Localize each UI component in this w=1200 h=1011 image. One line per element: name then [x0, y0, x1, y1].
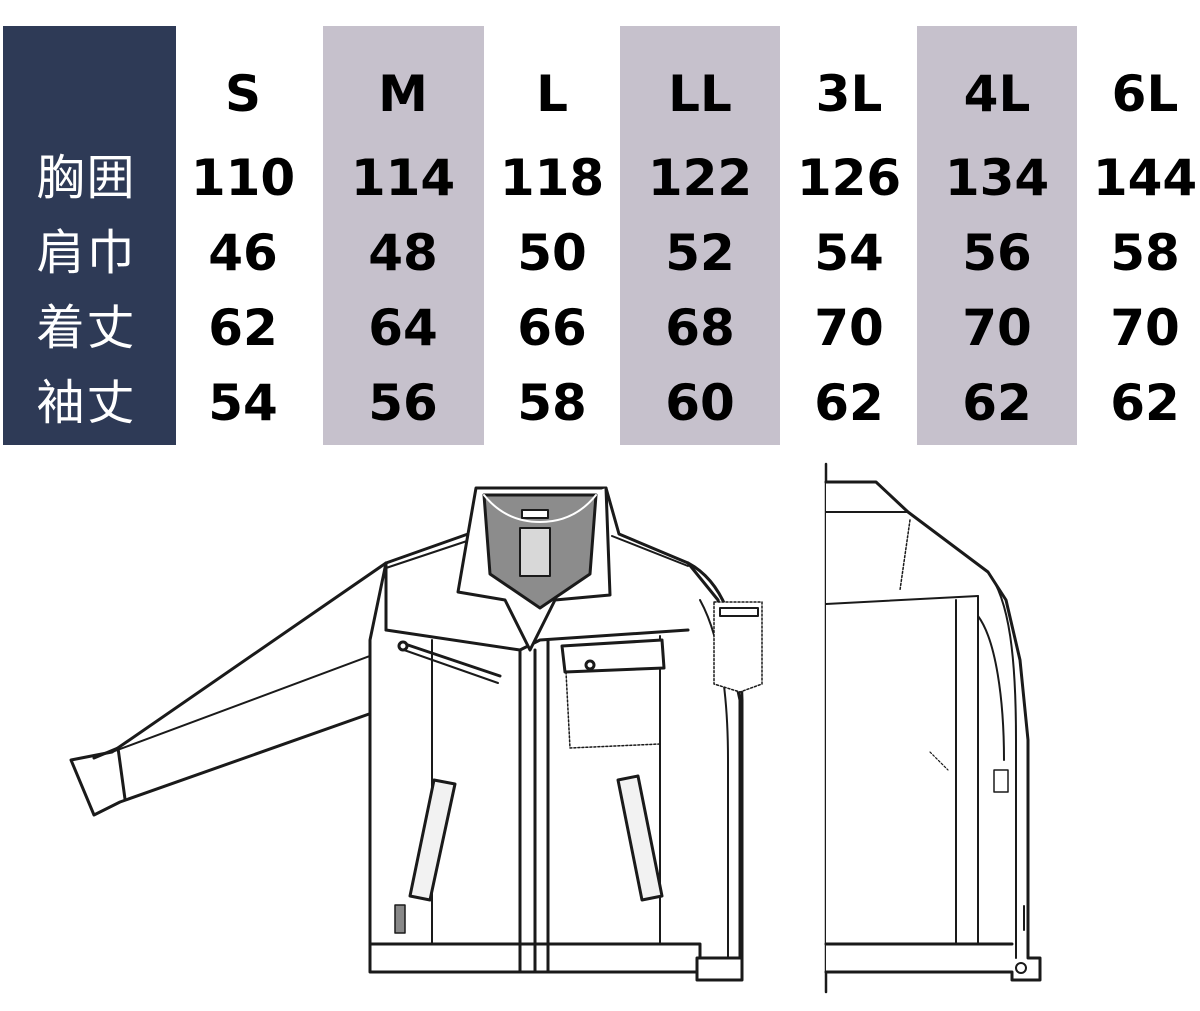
- size-column-shade-m: [323, 26, 484, 445]
- table-cell: 110: [190, 149, 296, 207]
- table-cell: 52: [665, 224, 735, 282]
- table-cell: 48: [368, 224, 438, 282]
- table-cell: 56: [368, 374, 438, 432]
- jacket-side-icon: [824, 462, 1042, 994]
- table-cell: 68: [665, 299, 735, 357]
- table-cell: 62: [814, 374, 884, 432]
- table-cell: 66: [517, 299, 587, 357]
- table-cell: 58: [517, 374, 587, 432]
- table-cell: 58: [1110, 224, 1180, 282]
- jacket-front-icon: [69, 486, 763, 982]
- table-cell: 62: [1110, 374, 1180, 432]
- row-label-length: 着丈: [36, 300, 137, 356]
- measurement-label-column: [3, 26, 176, 445]
- table-cell: 60: [665, 374, 735, 432]
- size-header-m: M: [378, 65, 428, 123]
- table-cell: 70: [962, 299, 1032, 357]
- table-cell: 118: [499, 149, 605, 207]
- table-cell: 62: [208, 299, 278, 357]
- size-header-ll: LL: [668, 65, 732, 123]
- table-cell: 54: [814, 224, 884, 282]
- table-cell: 70: [1110, 299, 1180, 357]
- table-cell: 64: [368, 299, 438, 357]
- size-header-3l: 3L: [815, 65, 883, 123]
- table-cell: 114: [350, 149, 456, 207]
- size-header-6l: 6L: [1111, 65, 1179, 123]
- table-cell: 134: [944, 149, 1050, 207]
- size-column-shade-4l: [917, 26, 1077, 445]
- table-cell: 46: [208, 224, 278, 282]
- size-table: 胸囲 肩巾 着丈 袖丈 S M L LL 3L 4L 6L 110 114 11…: [0, 0, 1200, 446]
- table-cell: 50: [517, 224, 587, 282]
- table-cell: 126: [796, 149, 902, 207]
- jacket-illustration: [0, 446, 1200, 1011]
- row-label-shoulder-width: 肩巾: [36, 225, 137, 281]
- size-column-shade-ll: [620, 26, 780, 445]
- size-header-s: S: [224, 65, 261, 123]
- row-label-sleeve-length: 袖丈: [36, 375, 137, 431]
- table-cell: 54: [208, 374, 278, 432]
- table-cell: 144: [1092, 149, 1198, 207]
- size-header-l: L: [536, 65, 568, 123]
- row-label-chest: 胸囲: [36, 150, 137, 206]
- table-cell: 62: [962, 374, 1032, 432]
- table-cell: 122: [647, 149, 753, 207]
- size-header-4l: 4L: [963, 65, 1031, 123]
- table-cell: 56: [962, 224, 1032, 282]
- table-cell: 70: [814, 299, 884, 357]
